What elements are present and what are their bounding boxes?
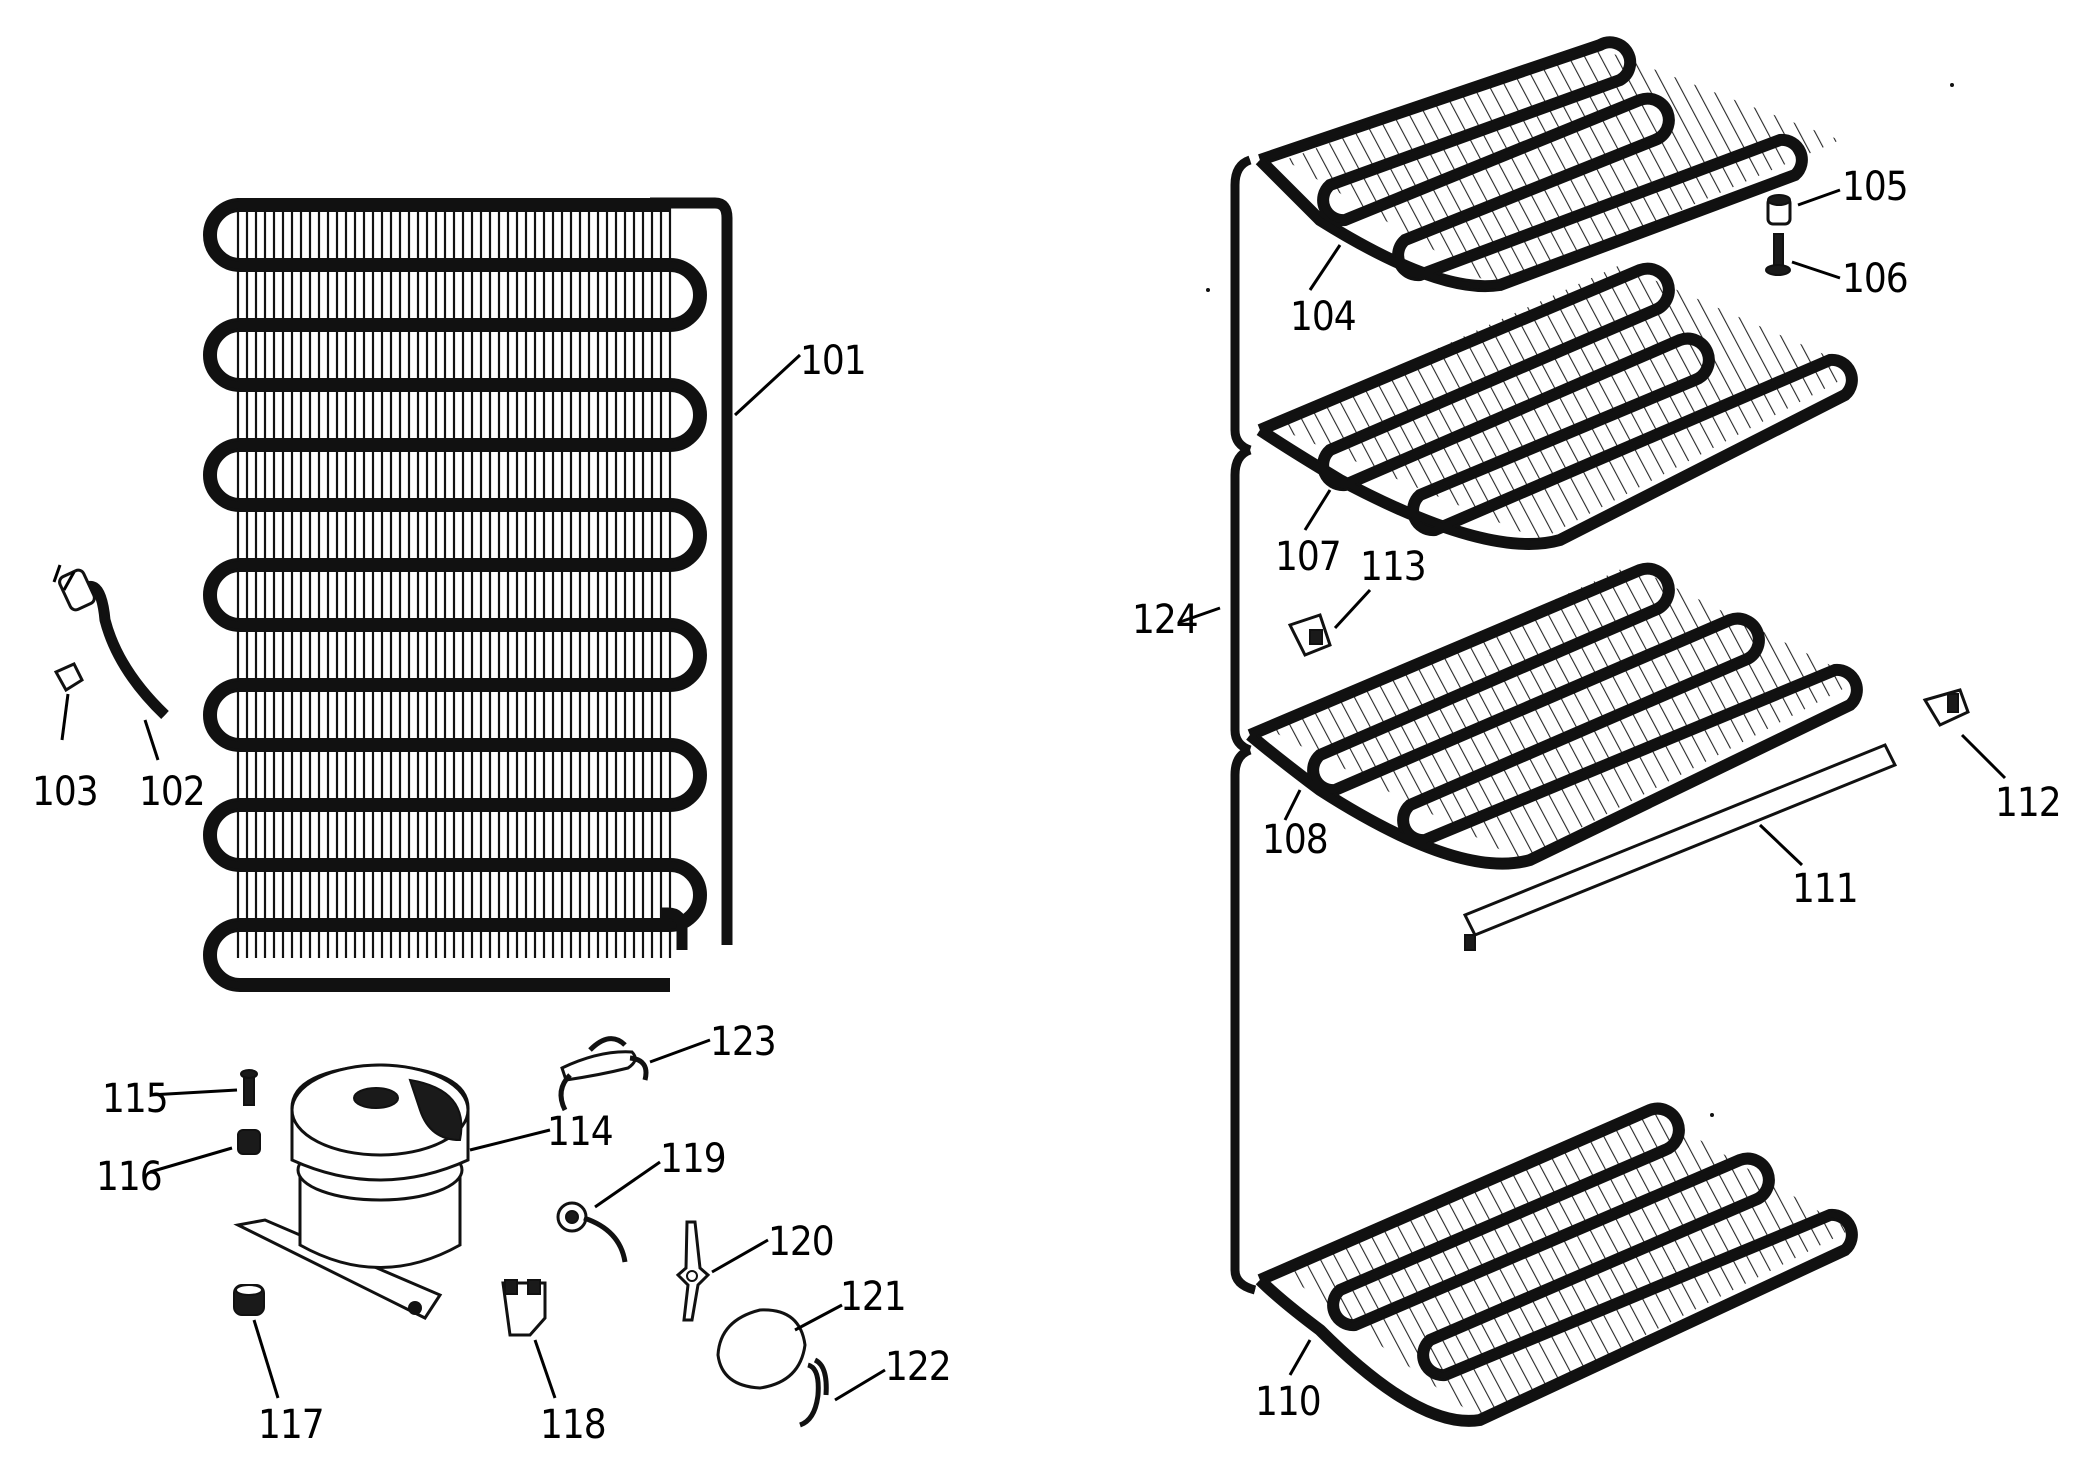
terminal-cover-121: 121 (716, 1274, 907, 1390)
label-120: 120 (768, 1219, 834, 1265)
bracket-113: 113 (1287, 544, 1427, 657)
compressor-114: 114 (233, 1063, 614, 1320)
clip-122: 122 (799, 1344, 952, 1428)
clamp-120: 120 (675, 1219, 835, 1322)
label-118: 118 (540, 1402, 606, 1448)
label-121: 121 (840, 1274, 906, 1320)
power-cord-102: 102 (52, 564, 206, 815)
screw-106: 106 (1765, 233, 1909, 302)
label-113: 113 (1360, 544, 1426, 590)
label-115: 115 (102, 1076, 168, 1122)
overload-119: 119 (556, 1136, 727, 1263)
grommet-117: 117 (233, 1284, 325, 1448)
evaporator-frame (1230, 155, 1257, 1295)
nut-116: 116 (96, 1129, 261, 1200)
label-117: 117 (258, 1402, 324, 1448)
label-103: 103 (32, 769, 98, 815)
shelf-107: 107 (1256, 262, 1860, 580)
label-123: 123 (710, 1019, 776, 1065)
label-107: 107 (1275, 534, 1341, 580)
label-111: 111 (1792, 866, 1858, 912)
label-101: 101 (800, 338, 866, 384)
label-106: 106 (1842, 256, 1908, 302)
label-110: 110 (1255, 1379, 1321, 1425)
relay-118: 118 (501, 1279, 607, 1448)
shelf-104: 104 (1255, 36, 1840, 340)
label-102: 102 (139, 769, 205, 815)
clip-112: 112 (1922, 688, 2062, 826)
label-124: 124 (1132, 597, 1198, 643)
label-105: 105 (1842, 164, 1908, 210)
condenser-101: 101 (203, 197, 867, 992)
bolt-115: 115 (102, 1069, 258, 1122)
label-122: 122 (885, 1344, 951, 1390)
harness-123: 123 (558, 1019, 777, 1112)
label-119: 119 (660, 1136, 726, 1182)
plug-cap-103: 103 (32, 662, 99, 815)
frame-124: 124 (1132, 597, 1221, 643)
label-116: 116 (96, 1154, 162, 1200)
cap-105: 105 (1766, 164, 1909, 226)
shelf-108: 108 (1246, 562, 1863, 870)
label-104: 104 (1290, 294, 1356, 340)
bar-111: 111 (1462, 743, 1898, 951)
label-112: 112 (1995, 780, 2061, 826)
shelf-110: 110 (1255, 1102, 1858, 1427)
label-114: 114 (547, 1109, 613, 1155)
label-108: 108 (1262, 817, 1328, 863)
